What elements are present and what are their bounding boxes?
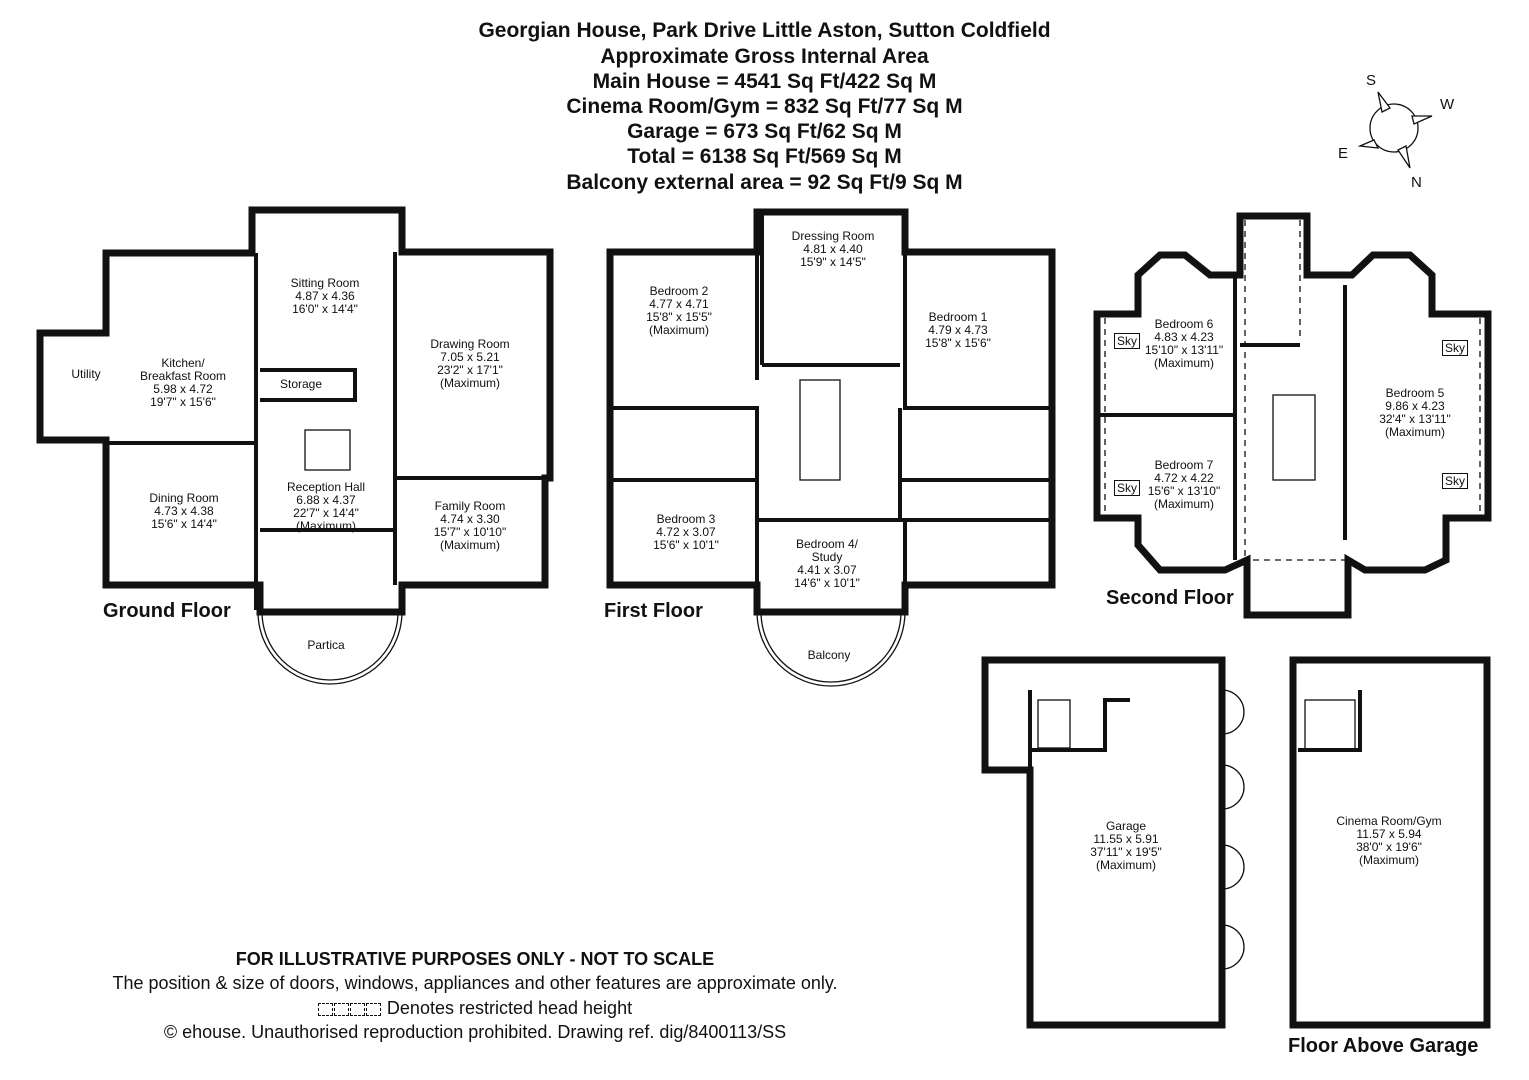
label-floor-above-garage: Floor Above Garage <box>1288 1035 1479 1057</box>
compass-s: S <box>1366 72 1377 89</box>
dashed-legend-icon <box>365 1002 381 1016</box>
room-balcony: Balcony <box>807 648 851 662</box>
compass-e: E <box>1338 145 1349 162</box>
second-floor-walls <box>1093 212 1492 619</box>
compass-w: W <box>1440 96 1455 113</box>
restricted-height-text: Denotes restricted head height <box>386 998 633 1018</box>
dashed-legend-icon <box>333 1002 349 1016</box>
disclaimer-title: FOR ILLUSTRATIVE PURPOSES ONLY - NOT TO … <box>235 949 715 969</box>
property-title: Georgian House, Park Drive Little Aston,… <box>478 19 1051 42</box>
restricted-height-legend: Denotes restricted head height <box>0 998 950 1019</box>
skylight-label: Sky <box>1113 480 1141 496</box>
dashed-legend-icon <box>317 1002 333 1016</box>
room-storage: Storage <box>279 377 323 391</box>
compass-n: N <box>1411 174 1422 191</box>
label-second-floor: Second Floor <box>1106 587 1234 609</box>
dashed-legend-icon <box>349 1002 365 1016</box>
balcony-outline <box>756 611 906 687</box>
area-main-house: Main House = 4541 Sq Ft/422 Sq M <box>592 70 937 93</box>
compass <box>1357 91 1433 169</box>
label-first-floor: First Floor <box>604 600 703 622</box>
skylight-label: Sky <box>1441 340 1469 356</box>
area-total: Total = 6138 Sq Ft/569 Sq M <box>627 145 902 168</box>
skylight-label: Sky <box>1113 333 1141 349</box>
area-heading: Approximate Gross Internal Area <box>600 45 929 68</box>
area-garage: Garage = 673 Sq Ft/62 Sq M <box>627 120 902 143</box>
copyright: © ehouse. Unauthorised reproduction proh… <box>163 1022 787 1042</box>
label-ground-floor: Ground Floor <box>103 600 231 622</box>
disclaimer-text: The position & size of doors, windows, a… <box>112 973 838 993</box>
room-partica: Partica <box>307 638 345 652</box>
area-cinema: Cinema Room/Gym = 832 Sq Ft/77 Sq M <box>566 95 963 118</box>
partica-outline <box>257 611 403 685</box>
area-balcony: Balcony external area = 92 Sq Ft/9 Sq M <box>566 171 963 194</box>
room-utility: Utility <box>71 367 101 381</box>
skylight-label: Sky <box>1441 473 1469 489</box>
garage-walls <box>981 656 1226 1029</box>
cinema-walls <box>1289 656 1491 1029</box>
